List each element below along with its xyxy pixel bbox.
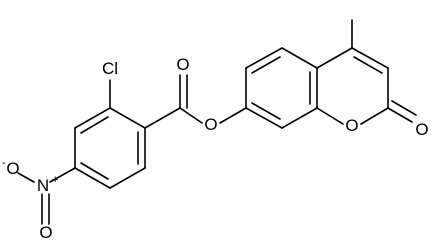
- label-nitro-nitrogen: N: [37, 176, 49, 195]
- label-nitro-oxygen-double: O: [39, 223, 52, 242]
- bond-carbonyl-c-aryl: [144, 107, 181, 129]
- bond-c5-c6: [245, 47, 283, 69]
- bond-c7-c8: [245, 107, 283, 129]
- bond-ar-c2-c3: [74, 107, 111, 129]
- bond-c4a-c4: [316, 47, 353, 69]
- bond-c7-ester-o: [219, 107, 247, 124]
- bond-c5-c6-inner: [251, 56, 281, 74]
- label-nitro-oxygen-charge: -: [2, 157, 6, 169]
- label-ring-oxygen: O: [345, 116, 358, 135]
- label-ester-oxygen: O: [204, 115, 217, 134]
- bond-c2-carbonyl-1: [387, 107, 413, 123]
- bond-ar-c2-c3-inner: [80, 116, 109, 134]
- bond-c4-c3: [351, 47, 389, 69]
- label-nitro-oxygen-single: O: [6, 159, 19, 178]
- bond-lines: [17, 19, 417, 225]
- bond-c4a-c5: [281, 47, 318, 69]
- bond-c2-o1: [360, 107, 389, 125]
- bond-c4-c3-inner: [353, 56, 383, 74]
- bond-ar-c4-c5-inner: [80, 162, 109, 180]
- label-lactone-carbonyl-oxygen: O: [415, 120, 428, 139]
- bond-o1-c8a: [316, 107, 344, 125]
- label-nitro-nitrogen-charge: +: [52, 174, 58, 186]
- bond-ar-c4-c5: [74, 167, 111, 189]
- bond-c2-carbonyl-2: [391, 100, 417, 116]
- bond-ar-c1-c2: [109, 107, 146, 129]
- bond-ar-c5-c6: [109, 167, 146, 189]
- bond-nitro-o-single: [17, 172, 35, 183]
- atom-labels: O O O O Cl N + O O -: [2, 55, 428, 242]
- bond-c7-c8-inner: [251, 102, 281, 120]
- bond-nitro-n: [49, 167, 76, 183]
- label-ester-carbonyl-oxygen: O: [176, 55, 189, 74]
- bond-ester-o-carbonyl-c: [179, 107, 203, 124]
- bond-c8-c8a: [281, 107, 318, 129]
- label-chlorine: Cl: [102, 59, 118, 78]
